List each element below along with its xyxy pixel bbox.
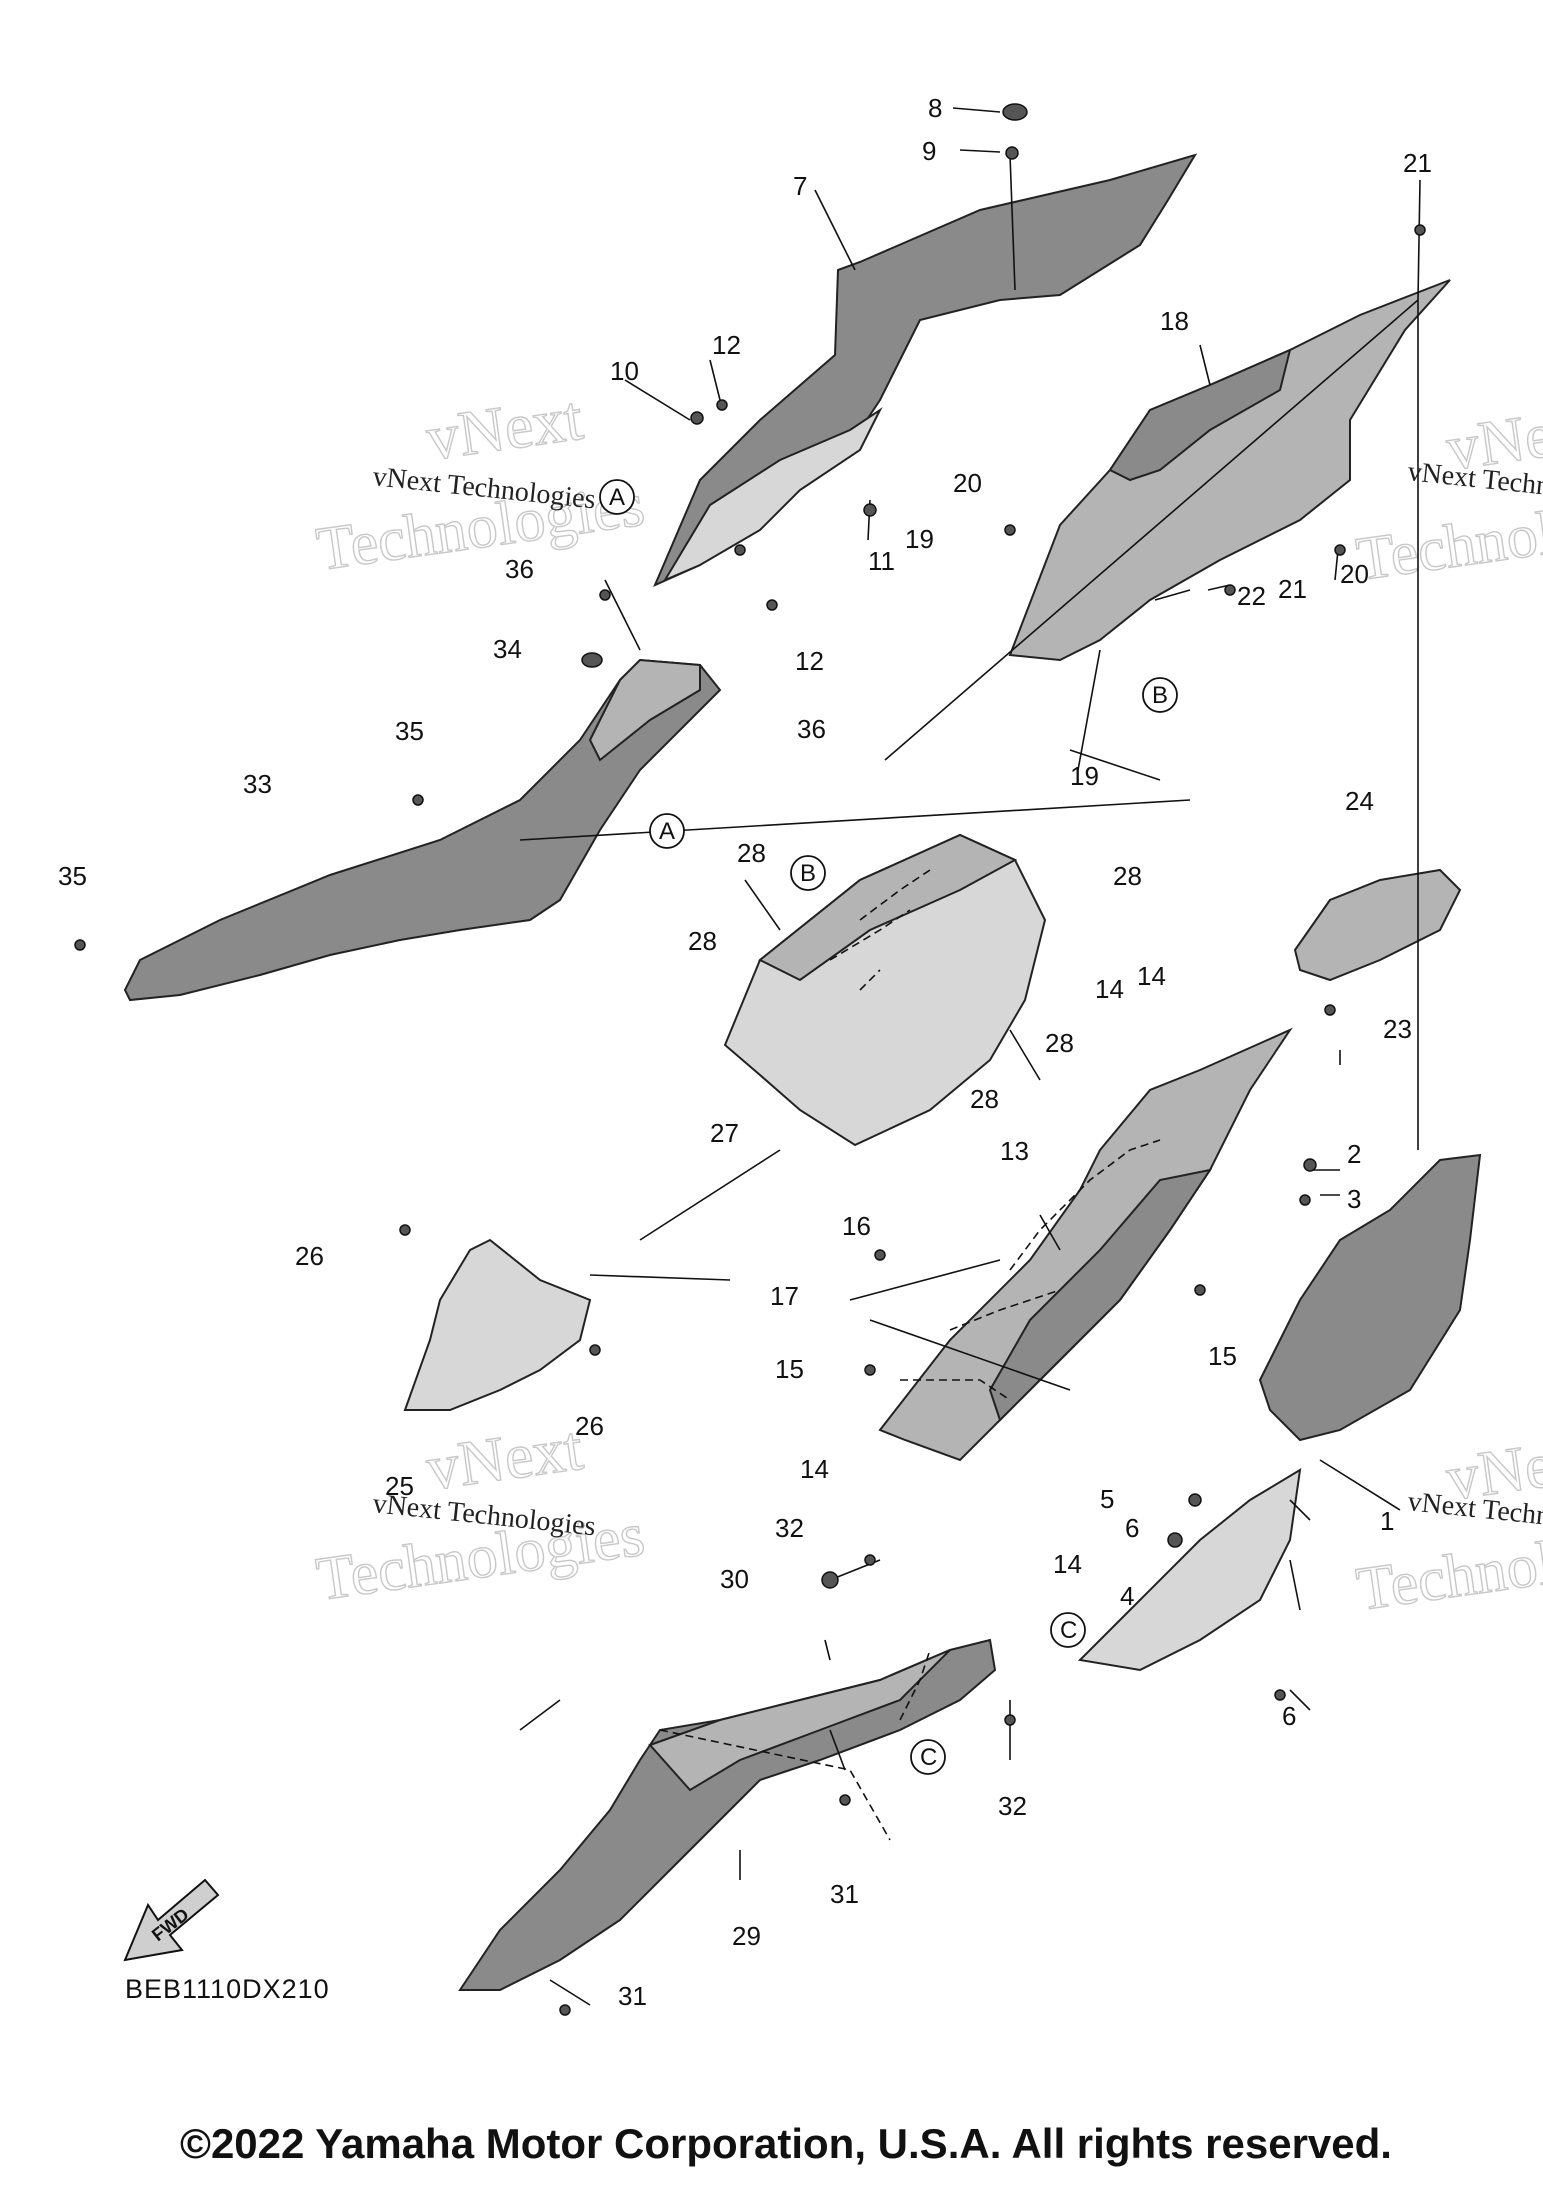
- callout-36a: 36: [505, 554, 534, 584]
- callout-15b: 15: [1208, 1341, 1237, 1371]
- callout-11: 11: [868, 546, 895, 576]
- callout-21b: 21: [1278, 574, 1307, 604]
- callout-14c: 14: [800, 1454, 829, 1484]
- callout-19a: 19: [905, 524, 934, 554]
- part-27-shade: [758, 833, 1018, 982]
- callout-28d: 28: [1045, 1028, 1074, 1058]
- part-7-inner: [662, 407, 883, 583]
- callout-18: 18: [1160, 306, 1189, 336]
- reference-markers: A A B B C C: [599, 479, 1178, 1775]
- callout-29: 29: [732, 1921, 761, 1951]
- callout-13: 13: [1000, 1136, 1029, 1166]
- callout-20a: 20: [953, 468, 982, 498]
- callout-6b: 6: [1282, 1701, 1296, 1731]
- callout-33: 33: [243, 769, 272, 799]
- callout-27: 27: [710, 1118, 739, 1148]
- diagram-code: BEB1110DX210: [125, 1974, 330, 2004]
- callout-35a: 35: [395, 716, 424, 746]
- callout-28c: 28: [688, 926, 717, 956]
- callout-28b: 28: [1113, 861, 1142, 891]
- svg-text:vNext: vNext: [422, 382, 587, 474]
- callout-2: 2: [1347, 1139, 1361, 1169]
- fwd-arrow: FWD: [123, 1878, 220, 1962]
- callout-26a: 26: [295, 1241, 324, 1271]
- callout-23: 23: [1383, 1014, 1412, 1044]
- part-25-fairing: [403, 1238, 592, 1411]
- part-1-cover: [1258, 1153, 1482, 1442]
- copyright-notice: ©2022 Yamaha Motor Corporation, U.S.A. A…: [180, 2120, 1392, 2167]
- callout-15a: 15: [775, 1354, 804, 1384]
- leader-lines: [519, 107, 1421, 2006]
- callout-6a: 6: [1125, 1513, 1139, 1543]
- callout-14d: 14: [1053, 1549, 1082, 1579]
- callout-31b: 31: [618, 1981, 647, 2011]
- callout-16: 16: [842, 1211, 871, 1241]
- watermark-left-bottom: vNext Technologies vNext Technologies: [312, 1411, 649, 1615]
- callout-21a: 21: [1403, 148, 1432, 178]
- hidden-lines: [659, 869, 1161, 1841]
- svg-text:C: C: [920, 1744, 937, 1771]
- ref-b-mid: B: [790, 855, 826, 891]
- callout-12b: 12: [795, 646, 824, 676]
- ref-a-mid: A: [649, 813, 685, 849]
- callout-4: 4: [1120, 1581, 1134, 1611]
- part-29-cover: [458, 1638, 997, 1991]
- callout-1: 1: [1380, 1506, 1394, 1536]
- svg-text:B: B: [1152, 682, 1168, 709]
- callout-3: 3: [1347, 1184, 1361, 1214]
- svg-text:vNext: vNext: [422, 1412, 587, 1504]
- fasteners: [74, 103, 1426, 2016]
- callout-5: 5: [1100, 1484, 1114, 1514]
- callout-32b: 32: [998, 1791, 1027, 1821]
- ref-b-top: B: [1142, 677, 1178, 713]
- part-29-light: [648, 1649, 951, 1792]
- callout-28e: 28: [970, 1084, 999, 1114]
- svg-text:A: A: [609, 484, 625, 511]
- part-18-cover: [1008, 279, 1451, 662]
- callout-34: 34: [493, 634, 522, 664]
- ref-c-right: C: [1050, 1612, 1086, 1648]
- callout-14a: 14: [1095, 974, 1124, 1004]
- part-13-dark: [988, 1168, 1213, 1422]
- callout-26b: 26: [575, 1411, 604, 1441]
- callout-36b: 36: [797, 714, 826, 744]
- callout-12a: 12: [712, 330, 741, 360]
- watermark-right-top: vNext Technologies vNext Technologies: [1352, 391, 1543, 595]
- callout-8: 8: [928, 93, 942, 123]
- callout-24: 24: [1345, 786, 1374, 816]
- part-13-panel: [878, 1027, 1293, 1462]
- callout-labels: 1 2 3 4 5 6 6 6 7 8 9 10 11 12 12 13 14 …: [58, 93, 1432, 2011]
- svg-text:B: B: [800, 860, 816, 887]
- callout-28a: 28: [737, 838, 766, 868]
- callout-30: 30: [720, 1564, 749, 1594]
- callout-22: 22: [1237, 581, 1266, 611]
- callout-35b: 35: [58, 861, 87, 891]
- callout-25: 25: [385, 1471, 414, 1501]
- callout-9: 9: [922, 136, 936, 166]
- ref-c-bottom: C: [910, 1739, 946, 1775]
- callout-14b: 14: [1137, 961, 1166, 991]
- svg-text:C: C: [1060, 1617, 1077, 1644]
- svg-text:A: A: [659, 818, 675, 845]
- callout-19b: 19: [1070, 761, 1099, 791]
- callout-7: 7: [793, 171, 807, 201]
- callout-20b: 20: [1340, 559, 1369, 589]
- callout-17: 17: [770, 1281, 799, 1311]
- callout-31a: 31: [830, 1879, 859, 1909]
- part-18-shadow: [1108, 348, 1292, 482]
- ref-a-top: A: [599, 479, 635, 515]
- watermark-left-top: vNext Technologies vNext Technologies: [312, 381, 649, 585]
- callout-32a: 32: [775, 1513, 804, 1543]
- part-33-cover: [123, 658, 722, 1002]
- callout-10: 10: [610, 356, 639, 386]
- part-23-bracket: [1293, 868, 1462, 982]
- part-33-highlight: [588, 658, 701, 762]
